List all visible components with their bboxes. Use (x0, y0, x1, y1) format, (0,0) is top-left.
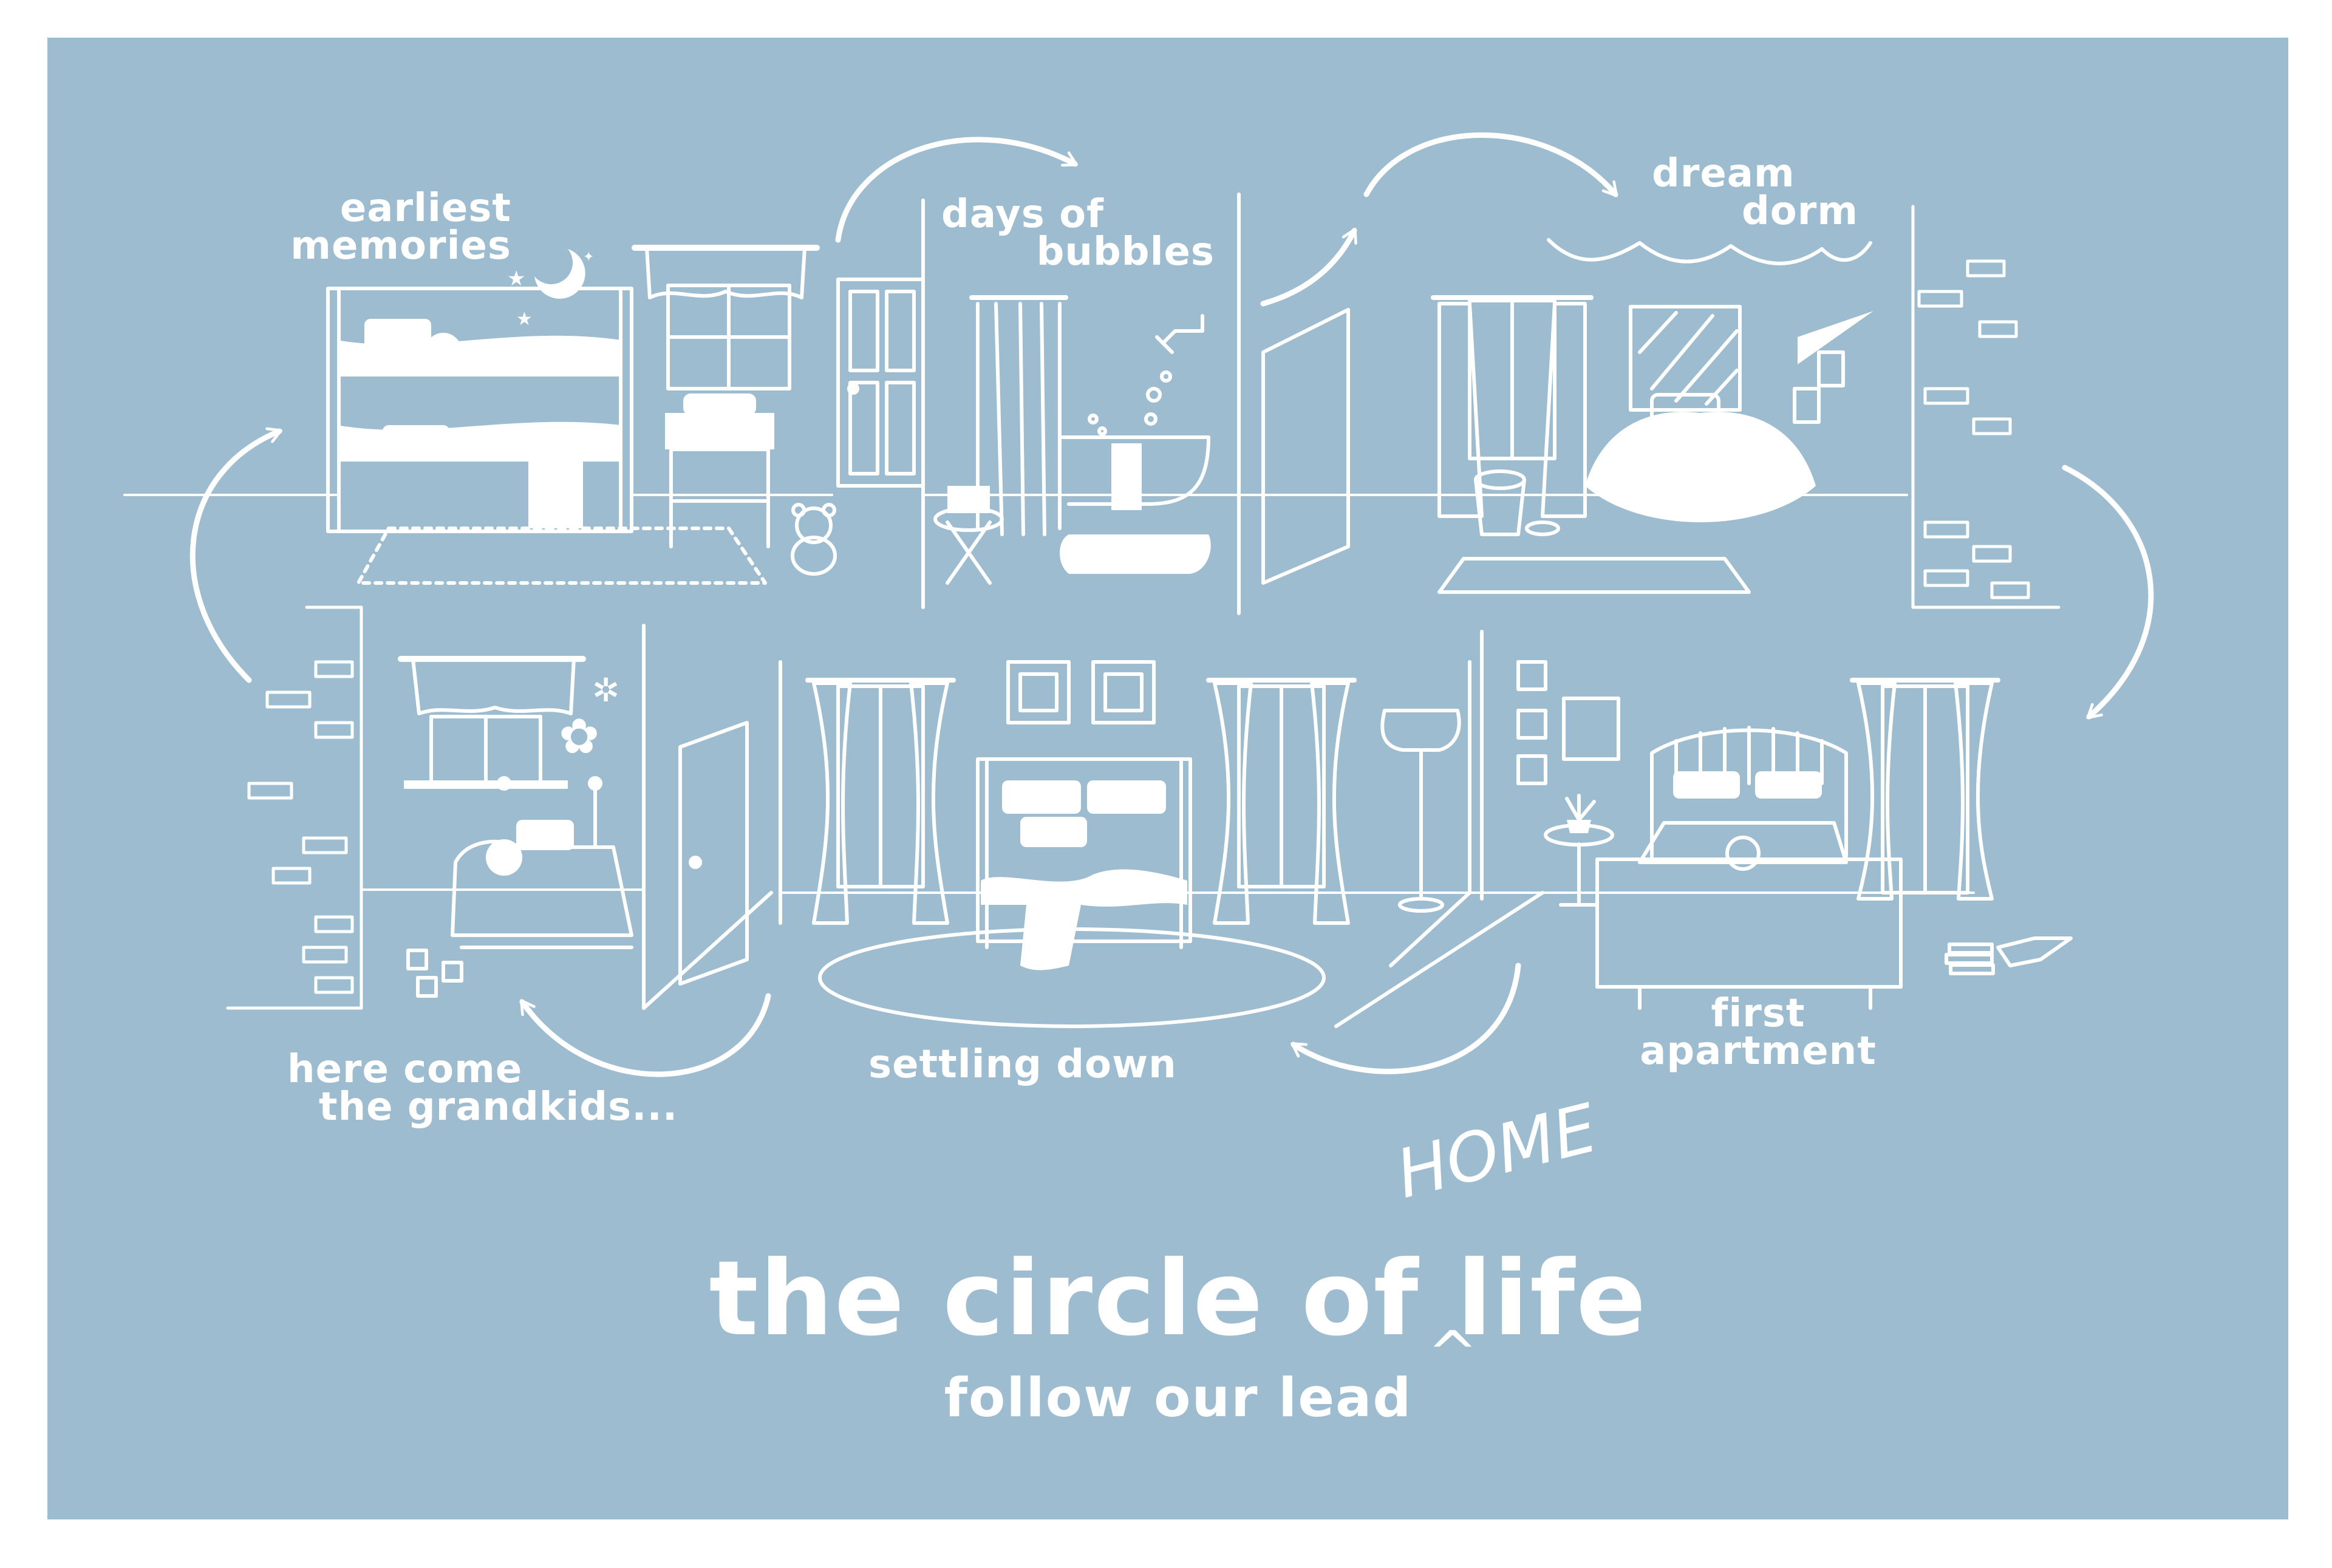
svg-text:★: ★ (516, 308, 533, 330)
label-earliest-line2: memories (290, 223, 511, 268)
open-book-icon (1996, 936, 2073, 967)
master-bed (976, 757, 1192, 943)
label-apartment-line1: first (1711, 991, 1805, 1036)
bathroom-door (836, 278, 925, 488)
label-days-of-bubbles: days of bubbles (941, 192, 1215, 274)
room-dream-dorm (1237, 193, 1908, 615)
svg-text:★: ★ (507, 267, 525, 291)
room-earliest-memories: ★ ★ ✦ (123, 245, 837, 585)
arrow-dorm-to-apartment (2062, 465, 2154, 720)
arrow-memories-to-bubbles (835, 137, 1078, 243)
label-dorm-line2: dorm (1741, 189, 1858, 234)
nursery-rug (356, 527, 767, 585)
arrow-apartment-to-settling (1290, 963, 1521, 1074)
nightstand (665, 413, 774, 449)
floor-lamp-icon (1380, 709, 1461, 752)
label-bubbles-line2: bubbles (1036, 230, 1215, 274)
arrow-grandkids-to-memories (189, 427, 282, 683)
room-first-apartment (1334, 630, 2073, 1028)
bunk-bed (326, 287, 633, 533)
label-settling-down: settling down (868, 1042, 1177, 1087)
arrow-bubbles-to-dorm (1363, 132, 1618, 197)
dorm-bed (1585, 412, 1816, 522)
teddy-bear-icon (791, 503, 837, 576)
title-caret: ^ (1427, 1318, 1478, 1389)
svg-text:✲: ✲ (592, 671, 619, 709)
label-earliest-line1: earliest (339, 186, 511, 231)
grandkids-door (678, 721, 749, 986)
svg-text:✦: ✦ (583, 250, 594, 265)
arrow-settling-to-grandkids (519, 993, 771, 1077)
poster-subtitle: follow our lead (944, 1366, 1413, 1429)
label-grandkids-line1: here come (287, 1047, 523, 1092)
label-grandkids: here come the grandkids... (282, 1047, 678, 1130)
poster-title: the circle of life (709, 1239, 1648, 1359)
room-days-of-bubbles (836, 199, 1240, 609)
settling-rug (818, 927, 1326, 1028)
label-dream-dorm: dream dorm (1652, 151, 1858, 234)
bathtub (1061, 435, 1210, 506)
label-dorm-line1: dream (1652, 151, 1795, 196)
dorm-door (1261, 308, 1350, 585)
label-apartment-line2: apartment (1640, 1029, 1877, 1074)
brick-wall-left (226, 605, 363, 1010)
svg-text:✿: ✿ (559, 708, 599, 765)
label-earliest-memories: earliest memories (231, 189, 511, 265)
arrow-into-dorm (1260, 228, 1357, 307)
cycle-arrows (189, 132, 2154, 1077)
moon-icon (534, 249, 585, 299)
room-settling-down (642, 660, 1471, 1028)
grandkids-bed (451, 839, 633, 937)
label-first-apartment: first apartment (1621, 991, 1895, 1074)
brick-wall-right (1911, 205, 2061, 609)
pennant-icon (1798, 311, 1873, 364)
label-grandkids-line2: the grandkids... (319, 1085, 678, 1130)
room-grandkids: ✲ ✿ (360, 624, 749, 1010)
poster-background (47, 38, 2288, 1519)
label-settling-line1: settling down (868, 1042, 1177, 1087)
label-bubbles-line1: days of (941, 192, 1104, 237)
